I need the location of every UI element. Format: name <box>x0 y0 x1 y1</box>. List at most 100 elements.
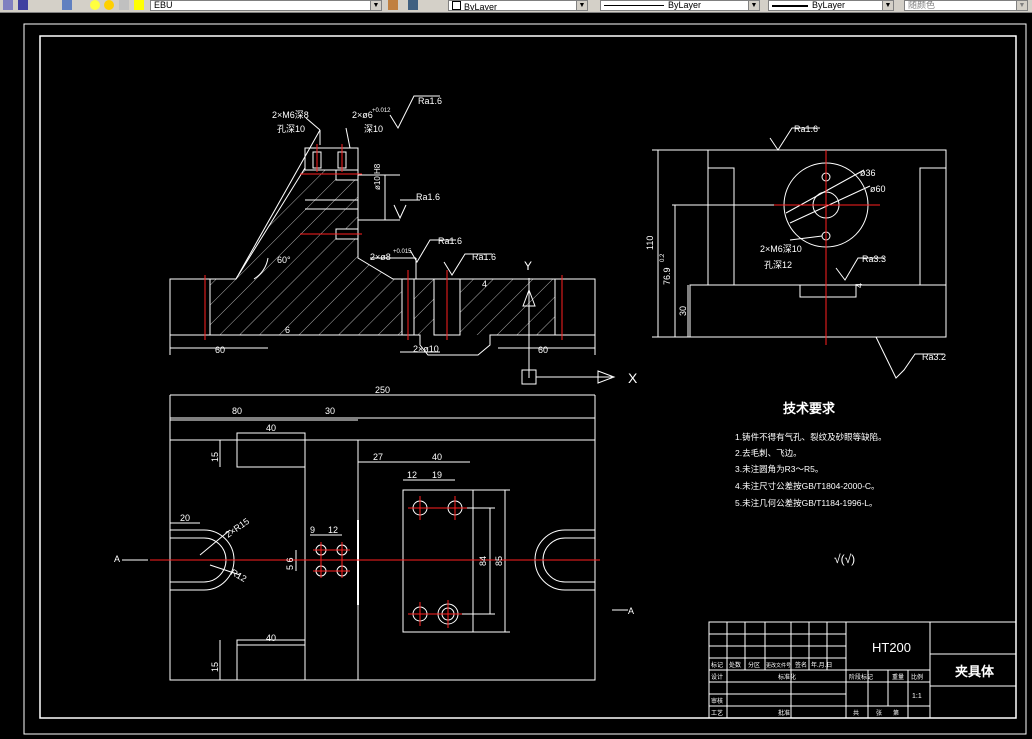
color-dropdown[interactable]: ByLayer ▼ <box>448 0 588 11</box>
layer-dropdown[interactable]: EBU ▼ <box>150 0 382 11</box>
title-block <box>708 621 1017 719</box>
plotstyle-value: 随颜色 <box>908 0 936 10</box>
material: HT200 <box>872 640 911 655</box>
small-dim: 6 <box>285 325 290 335</box>
label-check: 审核 <box>711 697 723 705</box>
tech-req-item-3: 3.未注圆角为R3～R5。 <box>735 464 823 474</box>
chevron-down-icon[interactable]: ▼ <box>882 1 893 10</box>
layer-previous-icon[interactable] <box>408 0 418 10</box>
title-block-labels: HT200 夹具体 1:1 标记 处数 分区 更改文件号 签名 年.月.日 设计… <box>711 640 995 717</box>
small-dim-2: 4 <box>482 279 487 289</box>
tech-req-item-1: 1.铸件不得有气孔、裂纹及砂眼等缺陷。 <box>735 432 887 442</box>
tech-req-item-2: 2.去毛刺、飞边。 <box>735 448 802 458</box>
dim-30: 30 <box>325 406 335 416</box>
hole-note: 2×M6深8 <box>272 110 309 120</box>
base-height-dim: 30 <box>678 306 688 316</box>
axis-x-label: X <box>628 370 638 386</box>
left-dim: 60 <box>215 345 225 355</box>
dim-85: 85 <box>494 556 504 566</box>
properties-toolbar: EBU ▼ ByLayer ▼ ByLayer ▼ ByLayer ▼ 随颜色 … <box>0 0 1032 13</box>
tech-req-title: 技术要求 <box>783 401 836 416</box>
lock-icon[interactable] <box>119 0 129 10</box>
lineweight-preview <box>772 4 808 7</box>
roughness-1: Ra1.6 <box>418 96 442 106</box>
slot-dim: 2×ø8 <box>370 252 391 262</box>
side-bore-dim: ø10 H8 <box>373 163 382 190</box>
plotstyle-dropdown[interactable]: 随颜色 ▼ <box>904 0 1028 11</box>
axis-y-label: Y <box>524 259 532 273</box>
arc-note-2: R12 <box>229 567 248 584</box>
diameter-36: ø36 <box>860 168 876 178</box>
dim-84: 84 <box>478 556 488 566</box>
sun-icon[interactable] <box>104 0 114 10</box>
bulb-icon[interactable] <box>90 0 100 10</box>
dim-15-top: 15 <box>210 452 220 462</box>
tech-req-item-5: 5.未注几何公差按GB/T1184-1996-L。 <box>735 498 878 508</box>
tech-req-item-4: 4.未注尺寸公差按GB/T1804-2000-C。 <box>735 481 880 491</box>
label-sheets: 共 <box>853 709 859 717</box>
make-current-icon[interactable] <box>388 0 398 10</box>
roughness-4: Ra1.6 <box>472 252 496 262</box>
linetype-dropdown[interactable]: ByLayer ▼ <box>600 0 760 11</box>
chevron-down-icon[interactable]: ▼ <box>576 1 587 10</box>
dim-40-bottom: 40 <box>266 633 276 643</box>
col-mark: 标记 <box>711 661 723 669</box>
height-dim: 110 <box>645 236 655 250</box>
color-value: ByLayer <box>464 2 498 11</box>
layer-state-icon[interactable] <box>18 0 28 10</box>
linetype-preview <box>604 5 664 7</box>
plan-view <box>122 394 628 681</box>
layer-tools-icon[interactable] <box>62 0 72 10</box>
layer-name: EBU <box>154 0 173 10</box>
side-roughness-mid: Ra3.3 <box>862 254 886 264</box>
dim-40-plate: 40 <box>432 452 442 462</box>
col-sign: 签名 <box>795 661 807 669</box>
linetype-value: ByLayer <box>668 0 702 10</box>
lineweight-value: ByLayer <box>812 0 846 10</box>
center-hole-dim: 2×ø10 <box>413 344 439 354</box>
side-hole-depth: 孔深12 <box>764 260 792 270</box>
label-weight: 重量 <box>892 673 904 681</box>
dim-27: 27 <box>373 452 383 462</box>
total-length-dim: 250 <box>375 385 390 395</box>
label-standard: 标准化 <box>778 673 796 681</box>
roughness-2: Ra1.6 <box>416 192 440 202</box>
drawing-canvas[interactable]: 2×M6深8 孔深10 2×ø6 +0.012 深10 Ra1.6 Ra1.6 … <box>0 12 1032 739</box>
pin-depth: 深10 <box>364 124 383 134</box>
layer-color-icon[interactable] <box>134 0 144 10</box>
right-dim: 60 <box>538 345 548 355</box>
label-of: 第 <box>893 709 899 717</box>
col-doc: 更改文件号 <box>766 662 791 669</box>
lineweight-dropdown[interactable]: ByLayer ▼ <box>768 0 894 11</box>
side-small-dim: 4 <box>854 283 864 288</box>
label-ratio: 比例 <box>911 673 923 681</box>
section-label-left: A <box>114 554 120 564</box>
layer-manager-icon[interactable] <box>3 0 13 10</box>
hole-note-depth: 孔深10 <box>277 124 305 134</box>
dim-56: 5 6 <box>285 557 295 570</box>
chevron-down-icon[interactable]: ▼ <box>1016 1 1027 10</box>
chevron-down-icon[interactable]: ▼ <box>748 1 759 10</box>
dim-15-bottom: 15 <box>210 662 220 672</box>
color-swatch-icon <box>452 1 461 10</box>
dim-12-small: 12 <box>328 525 338 535</box>
roughness-3: Ra1.6 <box>438 236 462 246</box>
sheet-inner-border <box>39 35 1017 719</box>
plan-centerlines <box>150 496 600 628</box>
roughness-symbol: √(√) <box>834 552 855 566</box>
label-stage: 阶段标记 <box>849 673 873 681</box>
dim-20: 20 <box>180 513 190 523</box>
col-zone: 分区 <box>748 661 760 669</box>
section-hatch <box>170 148 595 335</box>
side-hole-note: 2×M6深10 <box>760 244 802 254</box>
pin-tolerance: +0.012 <box>372 108 391 114</box>
side-labels: Ra1.6 Ra3.3 Ra3.2 ø36 ø60 2×M6深10 孔深12 1… <box>645 124 946 362</box>
chevron-down-icon[interactable]: ▼ <box>370 1 381 10</box>
sheet-outer-border <box>23 23 1027 735</box>
plan-labels: 250 80 30 40 40 15 15 20 27 40 12 19 9 1… <box>114 385 634 672</box>
dim-12: 12 <box>407 470 417 480</box>
label-sheet: 张 <box>876 709 882 717</box>
col-date: 年.月.日 <box>811 661 832 669</box>
side-roughness-bottom: Ra3.2 <box>922 352 946 362</box>
col-count: 处数 <box>729 661 741 669</box>
